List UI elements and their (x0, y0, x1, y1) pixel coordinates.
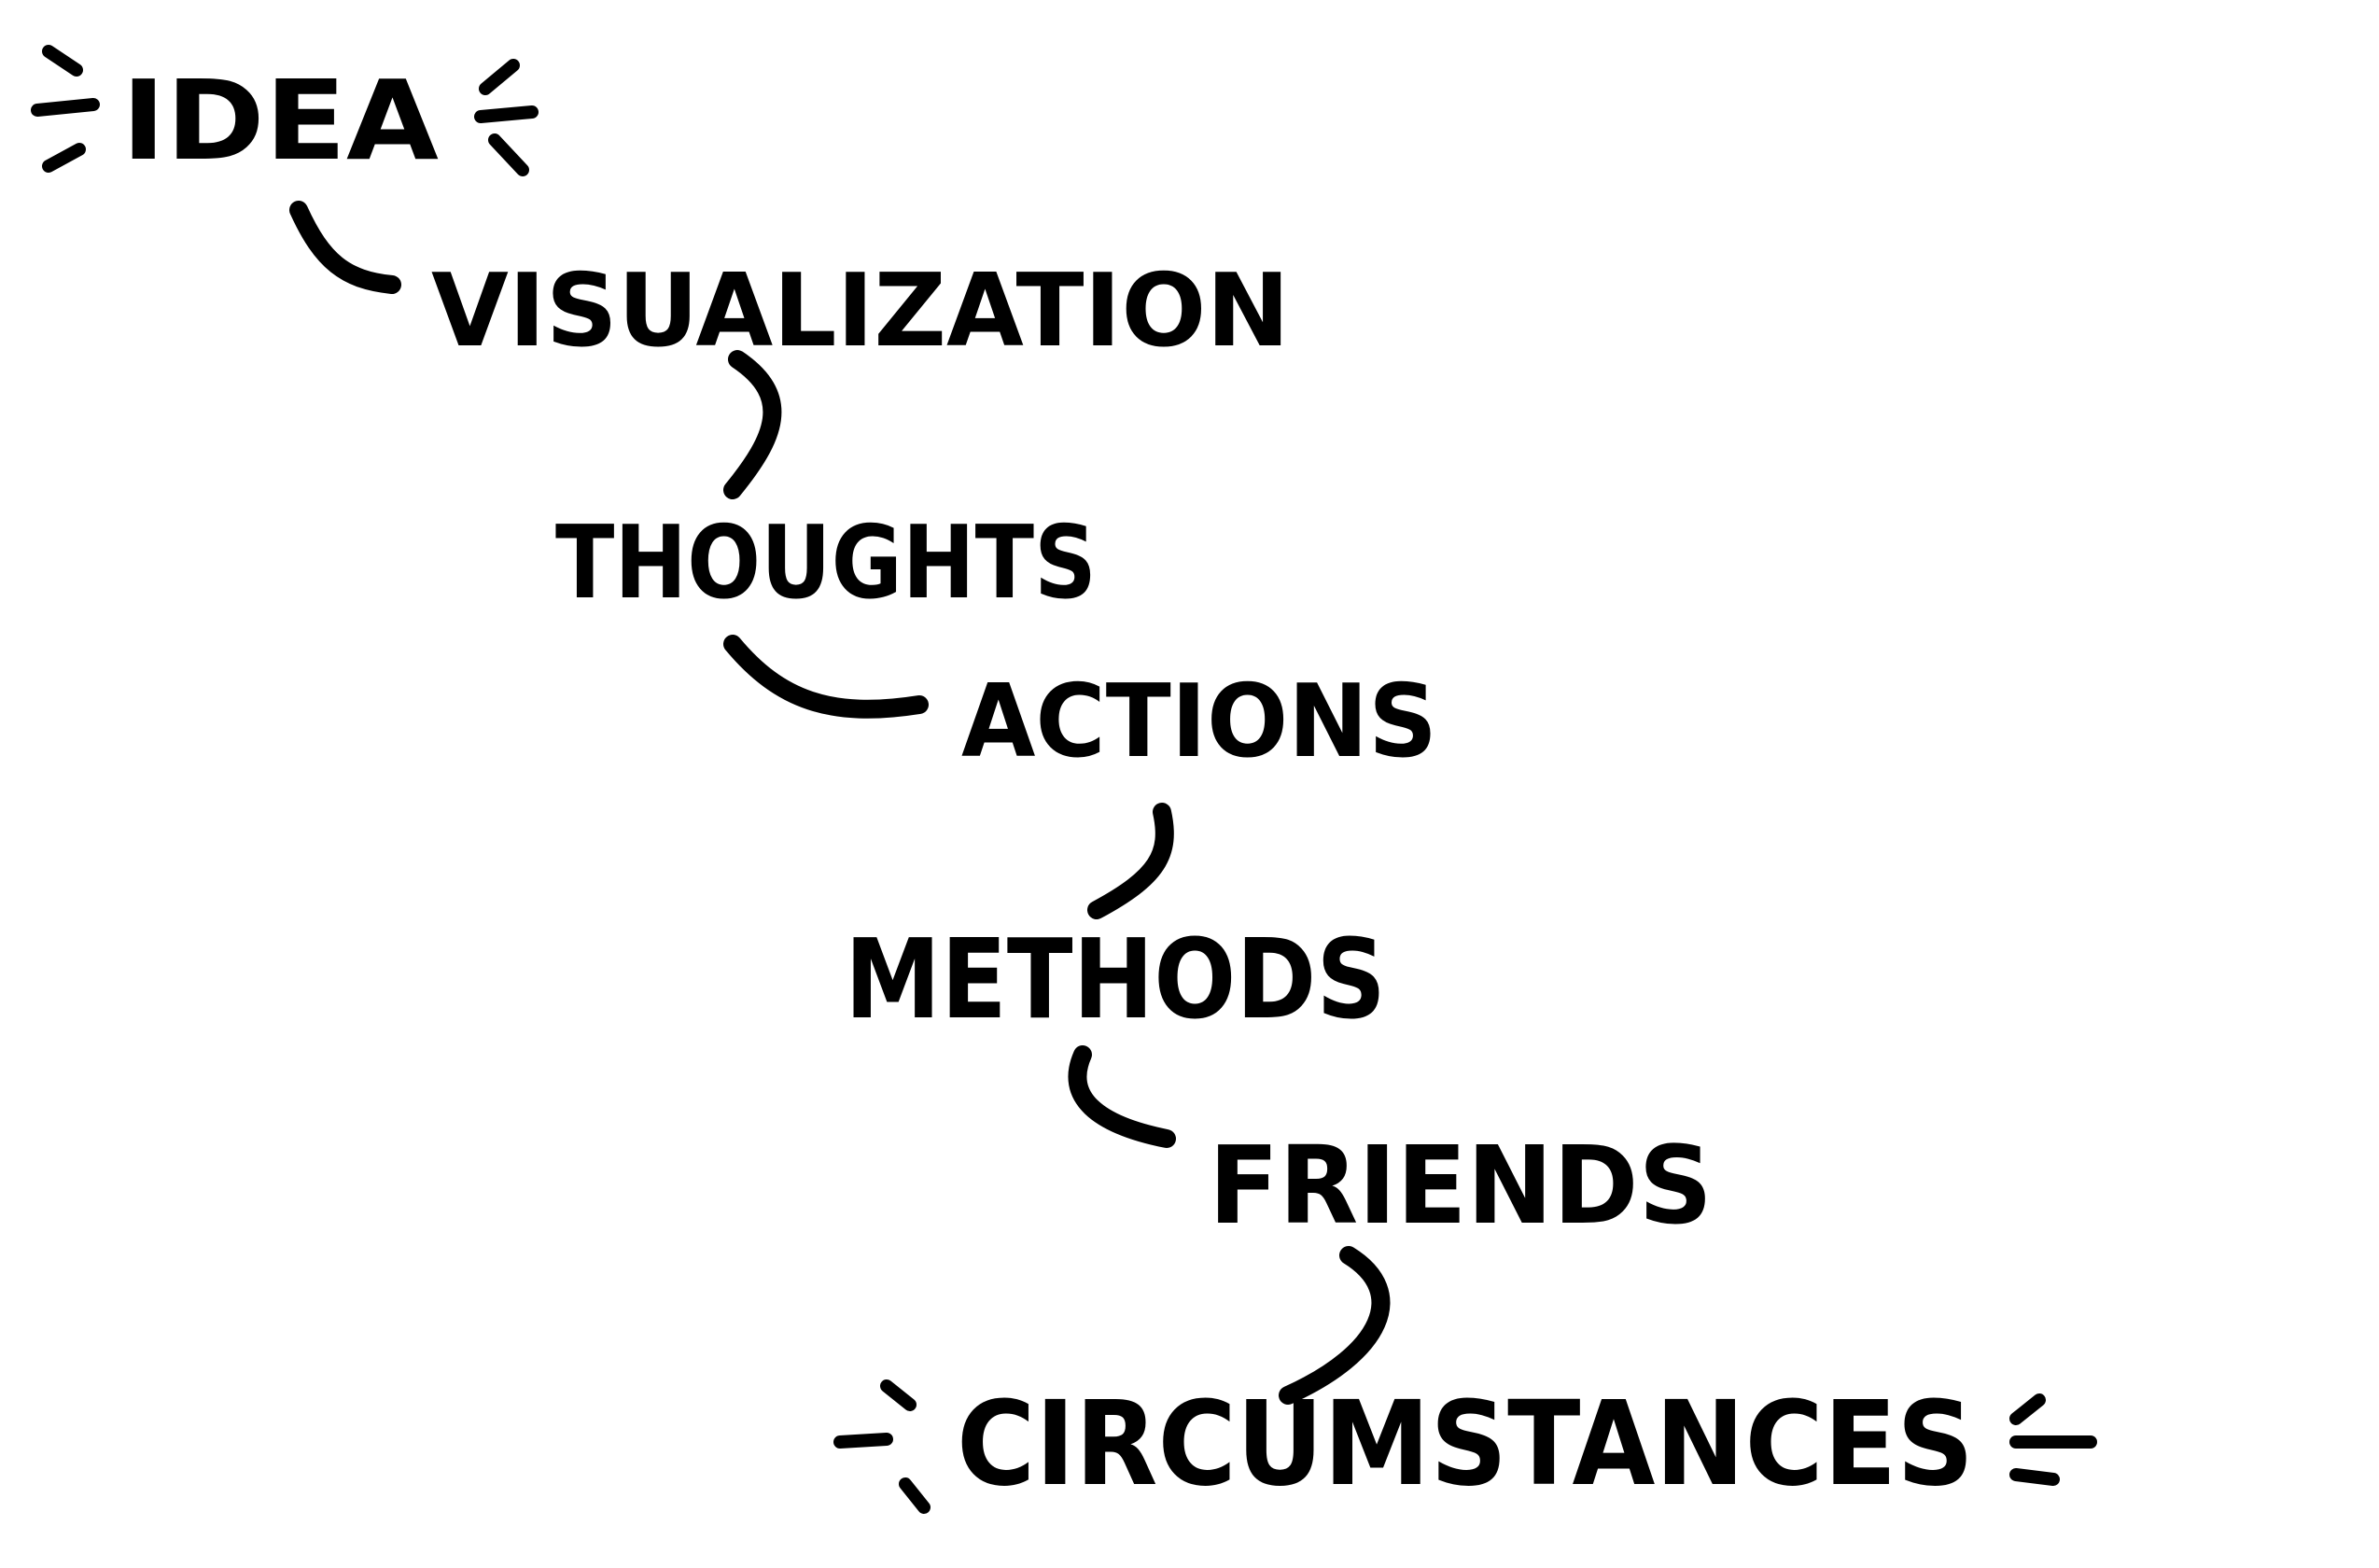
step-friends: FRIENDS (1209, 1124, 1713, 1249)
step-actions: ACTIONS (961, 664, 1437, 780)
emphasis-marks-circumstances (833, 1379, 2097, 1514)
emphasis-marks-idea (31, 45, 539, 176)
connector-friends-circumstances (1279, 1246, 1391, 1405)
connector-actions-methods (1087, 803, 1174, 919)
connector-idea-visualization (289, 201, 401, 294)
step-idea: IDEA (121, 56, 439, 185)
connector-thoughts-actions (723, 635, 929, 719)
step-thoughts: THOUGHTS (555, 505, 1097, 622)
connector-visualization-thoughts (723, 350, 782, 499)
step-circumstances: CIRCUMSTANCES (957, 1377, 1974, 1512)
step-visualization: VISUALIZATION (431, 253, 1290, 370)
connector-methods-friends (1068, 1045, 1176, 1148)
step-methods: METHODS (845, 915, 1386, 1043)
connector-strokes (289, 201, 1391, 1405)
